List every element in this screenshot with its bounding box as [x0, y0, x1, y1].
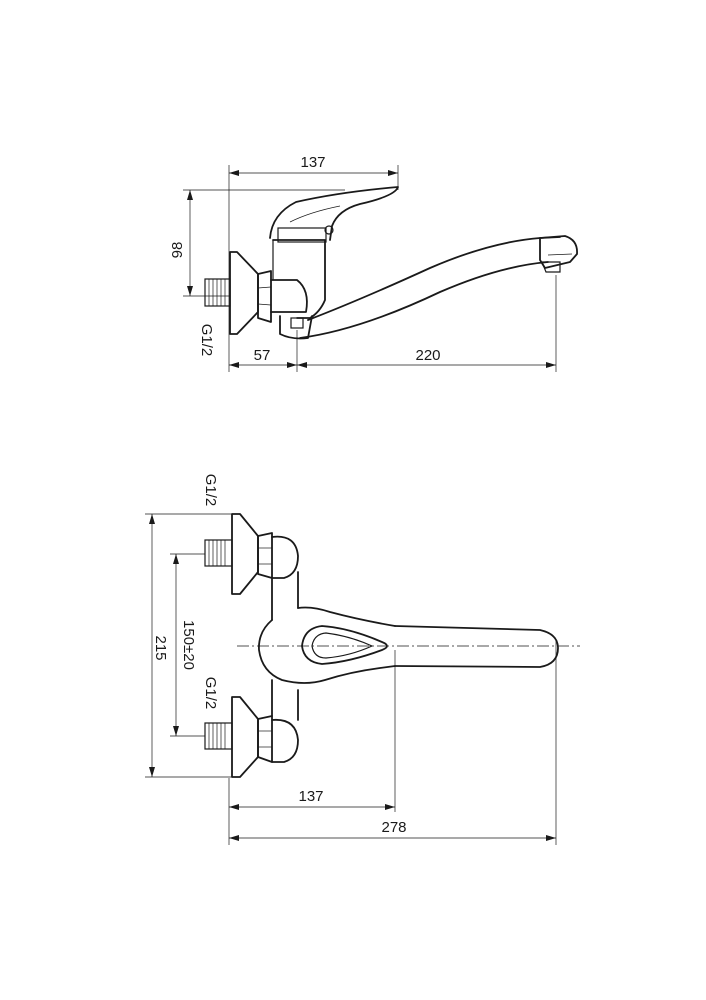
- lower-inlet: [204, 696, 299, 778]
- dim-thread-bottom-label: G1/2: [202, 677, 219, 710]
- upper-inlet: [204, 513, 299, 595]
- faucet-side-outline: [204, 186, 578, 340]
- dim-150-label: 150±20: [180, 620, 197, 670]
- dim-line-137-top: [229, 170, 398, 176]
- dim-line-150: [173, 554, 179, 736]
- side-view: 137 98 G1/2 57 220: [169, 154, 578, 372]
- dim-137-bottom-label: 137: [298, 788, 323, 805]
- dim-line-215: [149, 514, 155, 777]
- dim-line-137-bottom: [229, 804, 395, 810]
- dim-57-label: 57: [254, 347, 271, 364]
- dim-line-98: [187, 190, 193, 296]
- front-view: 215 150±20 G1/2 G1/2 137 278: [145, 474, 580, 845]
- dim-137-top-label: 137: [300, 154, 325, 171]
- dim-line-57-220: [229, 362, 556, 368]
- dim-278-label: 278: [381, 819, 406, 836]
- dim-215-label: 215: [152, 635, 169, 660]
- dim-98-label: 98: [169, 242, 186, 259]
- dim-220-label: 220: [415, 347, 440, 364]
- dim-line-278: [229, 835, 556, 841]
- dim-thread-top-label: G1/2: [202, 474, 219, 507]
- faucet-body-front: [258, 571, 559, 721]
- dim-thread-label: G1/2: [198, 324, 215, 357]
